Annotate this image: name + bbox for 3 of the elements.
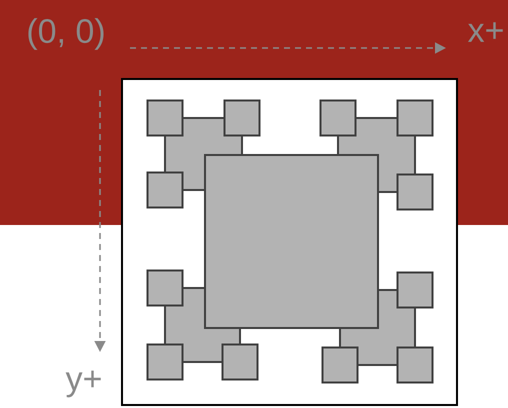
axis-label: (0, 0) — [28, 18, 104, 50]
axis-label: y+ — [66, 370, 101, 398]
axis-label: x+ — [468, 22, 503, 42]
